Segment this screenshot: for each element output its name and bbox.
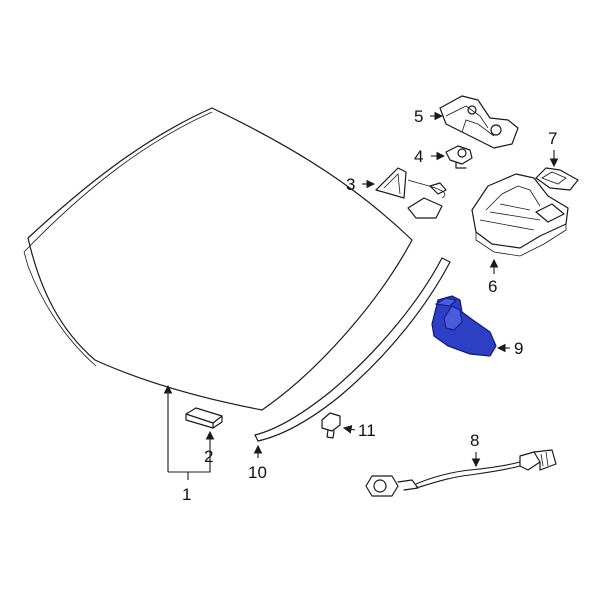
callout-6[interactable]: 6 <box>488 277 497 296</box>
callout-8[interactable]: 8 <box>470 431 479 450</box>
camera-harness[interactable] <box>365 449 557 497</box>
camera-cover[interactable] <box>471 173 569 257</box>
windshield-camera[interactable] <box>431 295 497 357</box>
adhesive-pad[interactable] <box>185 407 223 429</box>
callout-5[interactable]: 5 <box>414 107 423 126</box>
callout-1[interactable]: 1 <box>182 485 191 504</box>
callout-10[interactable]: 10 <box>248 463 267 482</box>
retainer-clip[interactable] <box>321 412 341 439</box>
pillar-molding[interactable] <box>254 257 451 442</box>
callout-2[interactable]: 2 <box>204 447 213 466</box>
cover-bracket[interactable] <box>535 167 579 191</box>
camera-bracket[interactable] <box>439 95 519 149</box>
callout-4[interactable]: 4 <box>414 147 423 166</box>
callout-7[interactable]: 7 <box>548 129 557 148</box>
windshield-glass[interactable] <box>23 107 413 411</box>
callout-3[interactable]: 3 <box>346 175 355 194</box>
sensor-cover[interactable] <box>375 167 447 219</box>
mount-bracket[interactable] <box>445 145 473 169</box>
callout-11[interactable]: 11 <box>358 421 376 440</box>
callout-9[interactable]: 9 <box>514 339 523 358</box>
leader-lines <box>163 111 559 480</box>
callout-labels: 1 2 3 4 5 6 7 8 9 10 11 <box>182 107 557 504</box>
